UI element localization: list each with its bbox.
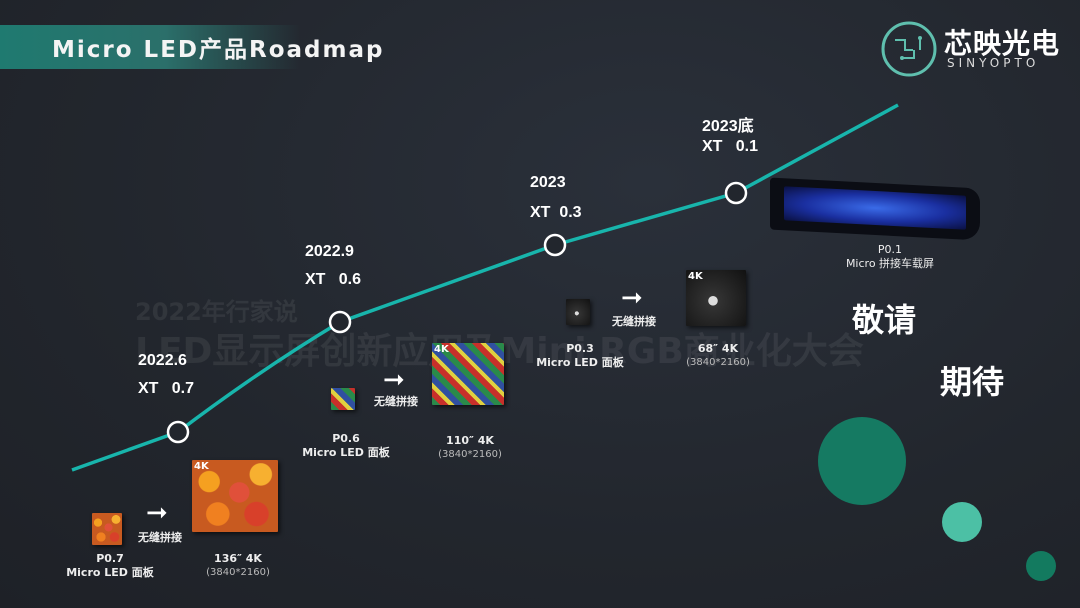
sinyopto-logo-icon (881, 21, 937, 77)
page-title: Micro LED产品Roadmap (52, 37, 385, 63)
decor-circle (942, 502, 982, 542)
decor-circle (1026, 551, 1056, 581)
arrow-right-icon: ➞ (146, 498, 168, 528)
milestone-marker (724, 181, 748, 205)
panel-image (566, 299, 590, 325)
milestone-xt: XT 0.1 (702, 138, 759, 155)
logo-text-cn: 芯映光电 (944, 27, 1061, 60)
car-display-image (770, 177, 980, 241)
seamless-label: 无缝拼接 (612, 315, 656, 328)
display-caption: 110″ 4K(3840*2160) (438, 434, 502, 460)
watermark-line1: 2022年行家说 (135, 298, 298, 326)
logo-text-en: SINYOPTO (947, 56, 1040, 70)
arrow-right-icon: ➞ (383, 365, 405, 395)
milestone-marker (328, 310, 352, 334)
seamless-label: 无缝拼接 (138, 531, 182, 544)
decor-circle (818, 417, 906, 505)
display-image: 4K (432, 343, 504, 405)
milestone-xt: XT 0.6 (305, 271, 362, 288)
teaser-line1: 敬请 (852, 301, 917, 339)
milestone-date: 2023底 (702, 118, 754, 135)
milestone-xt: XT 0.3 (530, 204, 582, 221)
panel-image (331, 388, 355, 410)
milestone-date: 2023 (530, 174, 566, 191)
milestone-date: 2022.6 (138, 352, 187, 369)
title-bar (0, 25, 300, 69)
milestone-date: 2022.9 (305, 243, 354, 260)
display-caption: 68″ 4K(3840*2160) (686, 342, 750, 368)
milestone-xt: XT 0.7 (138, 380, 195, 397)
milestone-marker (166, 420, 190, 444)
arrow-right-icon: ➞ (621, 283, 643, 313)
display-image: 4K (192, 460, 278, 532)
display-image: 4K (686, 270, 746, 326)
panel-image (92, 513, 122, 545)
seamless-label: 无缝拼接 (374, 395, 418, 408)
teaser-line2: 期待 (940, 363, 1005, 401)
display-caption: 136″ 4K(3840*2160) (206, 552, 270, 578)
milestone-marker (543, 233, 567, 257)
